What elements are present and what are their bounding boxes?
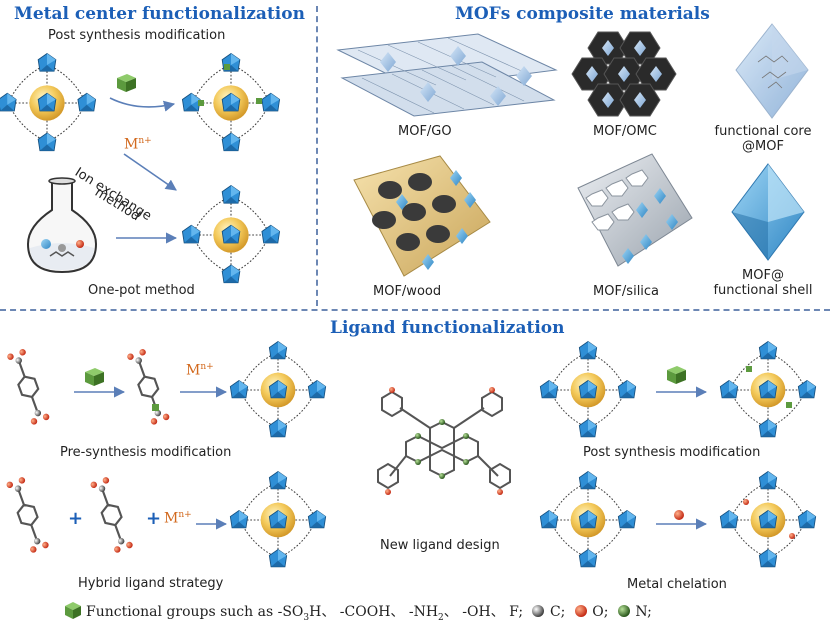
mof-wood-illustration — [353, 155, 491, 277]
metal-ion-sphere-icon — [674, 510, 684, 520]
metal-center-title: Metal center functionalization — [14, 4, 305, 24]
plus-sign-1: + — [68, 508, 84, 529]
nitrogen-atom-icon — [617, 605, 630, 617]
mof-go-label: MOF/GO — [398, 124, 452, 139]
carbon-atom-icon — [532, 605, 545, 617]
ligand-molecule-hybrid-2 — [88, 475, 135, 555]
hybrid-ligand-label: Hybrid ligand strategy — [78, 576, 224, 591]
mof-functional-shell-label: MOF@ functional shell — [713, 268, 813, 298]
mof-structure-pristine — [0, 48, 100, 168]
ligand-title: Ligand functionalization — [330, 318, 565, 338]
mof-structure-ligand-post-1 — [536, 336, 640, 446]
mof-go-illustration — [336, 33, 558, 117]
mof-structure-ligand-post-2 — [716, 336, 820, 446]
new-ligand-design-label: New ligand design — [380, 538, 500, 553]
ligand-molecule-2 — [125, 346, 172, 427]
legend: Functional groups such as -SO3H、 -COOH、 … — [86, 604, 652, 623]
arrow-hybrid — [196, 518, 228, 530]
flask-icon — [26, 177, 98, 274]
mof-structure-modified — [178, 48, 284, 158]
functional-core-mof-label: functional core @MOF — [714, 124, 812, 154]
plus-sign-2: + — [146, 508, 162, 529]
functional-core-mof-illustration — [735, 23, 809, 119]
metal-ion-label: Mn+ — [124, 136, 152, 153]
arrow-pre-synthesis-2 — [180, 386, 228, 398]
mof-omc-illustration — [571, 31, 677, 117]
arrow-post-synthesis — [109, 97, 176, 112]
metal-ion-label-2: Mn+ — [186, 362, 214, 379]
ligand-molecule-1 — [5, 346, 52, 427]
mof-structure-one-pot — [178, 178, 284, 292]
mof-functional-shell-illustration — [731, 163, 805, 261]
mof-silica-illustration — [577, 153, 693, 267]
arrow-ion-exchange — [123, 153, 177, 191]
metal-chelation-label: Metal chelation — [627, 577, 727, 592]
mof-silica-label: MOF/silica — [593, 284, 660, 299]
vertical-divider — [316, 6, 318, 306]
pre-synthesis-label: Pre-synthesis modification — [60, 445, 232, 460]
metal-post-synthesis-label: Post synthesis modification — [48, 28, 226, 43]
mof-structure-chelation-1 — [536, 466, 640, 576]
mof-structure-chelation-2 — [716, 466, 820, 576]
ligand-post-synthesis-label: Post synthesis modification — [583, 445, 761, 460]
arrow-pre-synthesis — [74, 386, 126, 398]
functional-group-cube-icon-2 — [85, 368, 104, 386]
arrow-ligand-post — [656, 386, 708, 398]
arrow-chelation — [656, 518, 708, 530]
mof-structure-hybrid — [226, 466, 330, 576]
oxygen-atom-icon — [574, 605, 587, 617]
ligand-molecule-hybrid-1 — [4, 475, 51, 555]
functional-group-cube-icon — [117, 74, 136, 92]
mof-wood-label: MOF/wood — [373, 284, 442, 299]
new-ligand-molecule — [377, 387, 511, 495]
functional-group-cube-icon-3 — [667, 366, 686, 384]
legend-functional-group-icon — [65, 602, 81, 619]
mof-omc-label: MOF/OMC — [593, 124, 657, 139]
one-pot-label: One-pot method — [88, 283, 195, 298]
composites-title: MOFs composite materials — [455, 4, 710, 24]
metal-ion-label-3: Mn+ — [164, 510, 192, 527]
mof-structure-pre-synthesis — [226, 336, 330, 446]
arrow-one-pot — [116, 232, 178, 244]
horizontal-divider — [0, 309, 830, 311]
